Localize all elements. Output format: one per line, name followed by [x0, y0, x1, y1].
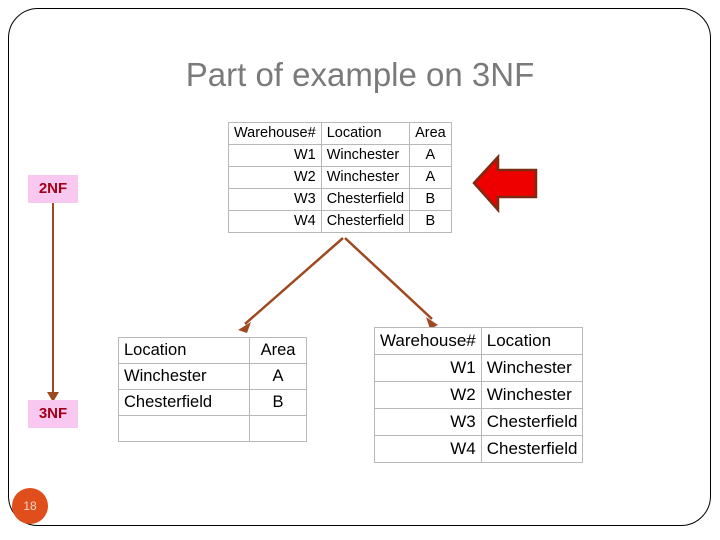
page-number-badge: 18 [12, 488, 48, 524]
cell-area: A [409, 144, 452, 167]
cell-location: Winchester [118, 363, 250, 390]
table-row: Location Area [118, 337, 307, 364]
branch-arrow-right-icon [344, 237, 433, 320]
cell-area: B [409, 188, 452, 211]
warehouse-2nf-table: Warehouse# Location Area W1 Winchester A… [228, 122, 452, 233]
table-row [118, 415, 307, 442]
table-row: Warehouse# Location Area [228, 122, 452, 145]
cell-location: Winchester [480, 381, 584, 409]
cell-warehouse: W1 [228, 144, 322, 167]
arrow-left-icon [472, 153, 538, 214]
cell-warehouse: W2 [228, 166, 322, 189]
cell-location: Chesterfield [480, 408, 584, 436]
cell-warehouse: W1 [374, 354, 482, 382]
cell-warehouse: W3 [374, 408, 482, 436]
label-3nf: 3NF [28, 400, 78, 428]
col-header-area: Area [249, 337, 307, 364]
cell-area: B [409, 210, 452, 233]
branch-arrow-left-icon [244, 237, 344, 325]
cell-location: Chesterfield [480, 435, 584, 463]
table-row: W1 Winchester [374, 354, 584, 382]
table-row: Winchester A [118, 363, 307, 390]
col-header-warehouse: Warehouse# [374, 327, 482, 355]
cell-location [118, 415, 250, 442]
cell-warehouse: W4 [228, 210, 322, 233]
cell-location: Winchester [480, 354, 584, 382]
warehouse-location-table: Warehouse# Location W1 Winchester W2 Win… [374, 327, 584, 463]
cell-warehouse: W2 [374, 381, 482, 409]
cell-area: B [249, 389, 307, 416]
table-row: Chesterfield B [118, 389, 307, 416]
table-row: W3 Chesterfield B [228, 188, 452, 211]
cell-location: Winchester [320, 166, 411, 189]
arrow-down-icon [52, 203, 54, 395]
table-row: W2 Winchester A [228, 166, 452, 189]
col-header-location: Location [480, 327, 584, 355]
col-header-location: Location [320, 122, 411, 145]
location-area-table: Location Area Winchester A Chesterfield … [118, 337, 307, 442]
page-title: Part of example on 3NF [185, 56, 535, 93]
cell-warehouse: W3 [228, 188, 322, 211]
table-row: W2 Winchester [374, 381, 584, 409]
col-header-location: Location [118, 337, 250, 364]
table-row: W3 Chesterfield [374, 408, 584, 436]
col-header-warehouse: Warehouse# [228, 122, 322, 145]
cell-area [249, 415, 307, 442]
table-row: Warehouse# Location [374, 327, 584, 355]
cell-area: A [409, 166, 452, 189]
col-header-area: Area [409, 122, 452, 145]
label-2nf: 2NF [28, 175, 78, 203]
cell-area: A [249, 363, 307, 390]
table-row: W4 Chesterfield [374, 435, 584, 463]
table-row: W4 Chesterfield B [228, 210, 452, 233]
cell-warehouse: W4 [374, 435, 482, 463]
arrow-down-head-icon [47, 392, 59, 402]
cell-location: Chesterfield [320, 188, 411, 211]
cell-location: Chesterfield [320, 210, 411, 233]
cell-location: Winchester [320, 144, 411, 167]
table-row: W1 Winchester A [228, 144, 452, 167]
cell-location: Chesterfield [118, 389, 250, 416]
